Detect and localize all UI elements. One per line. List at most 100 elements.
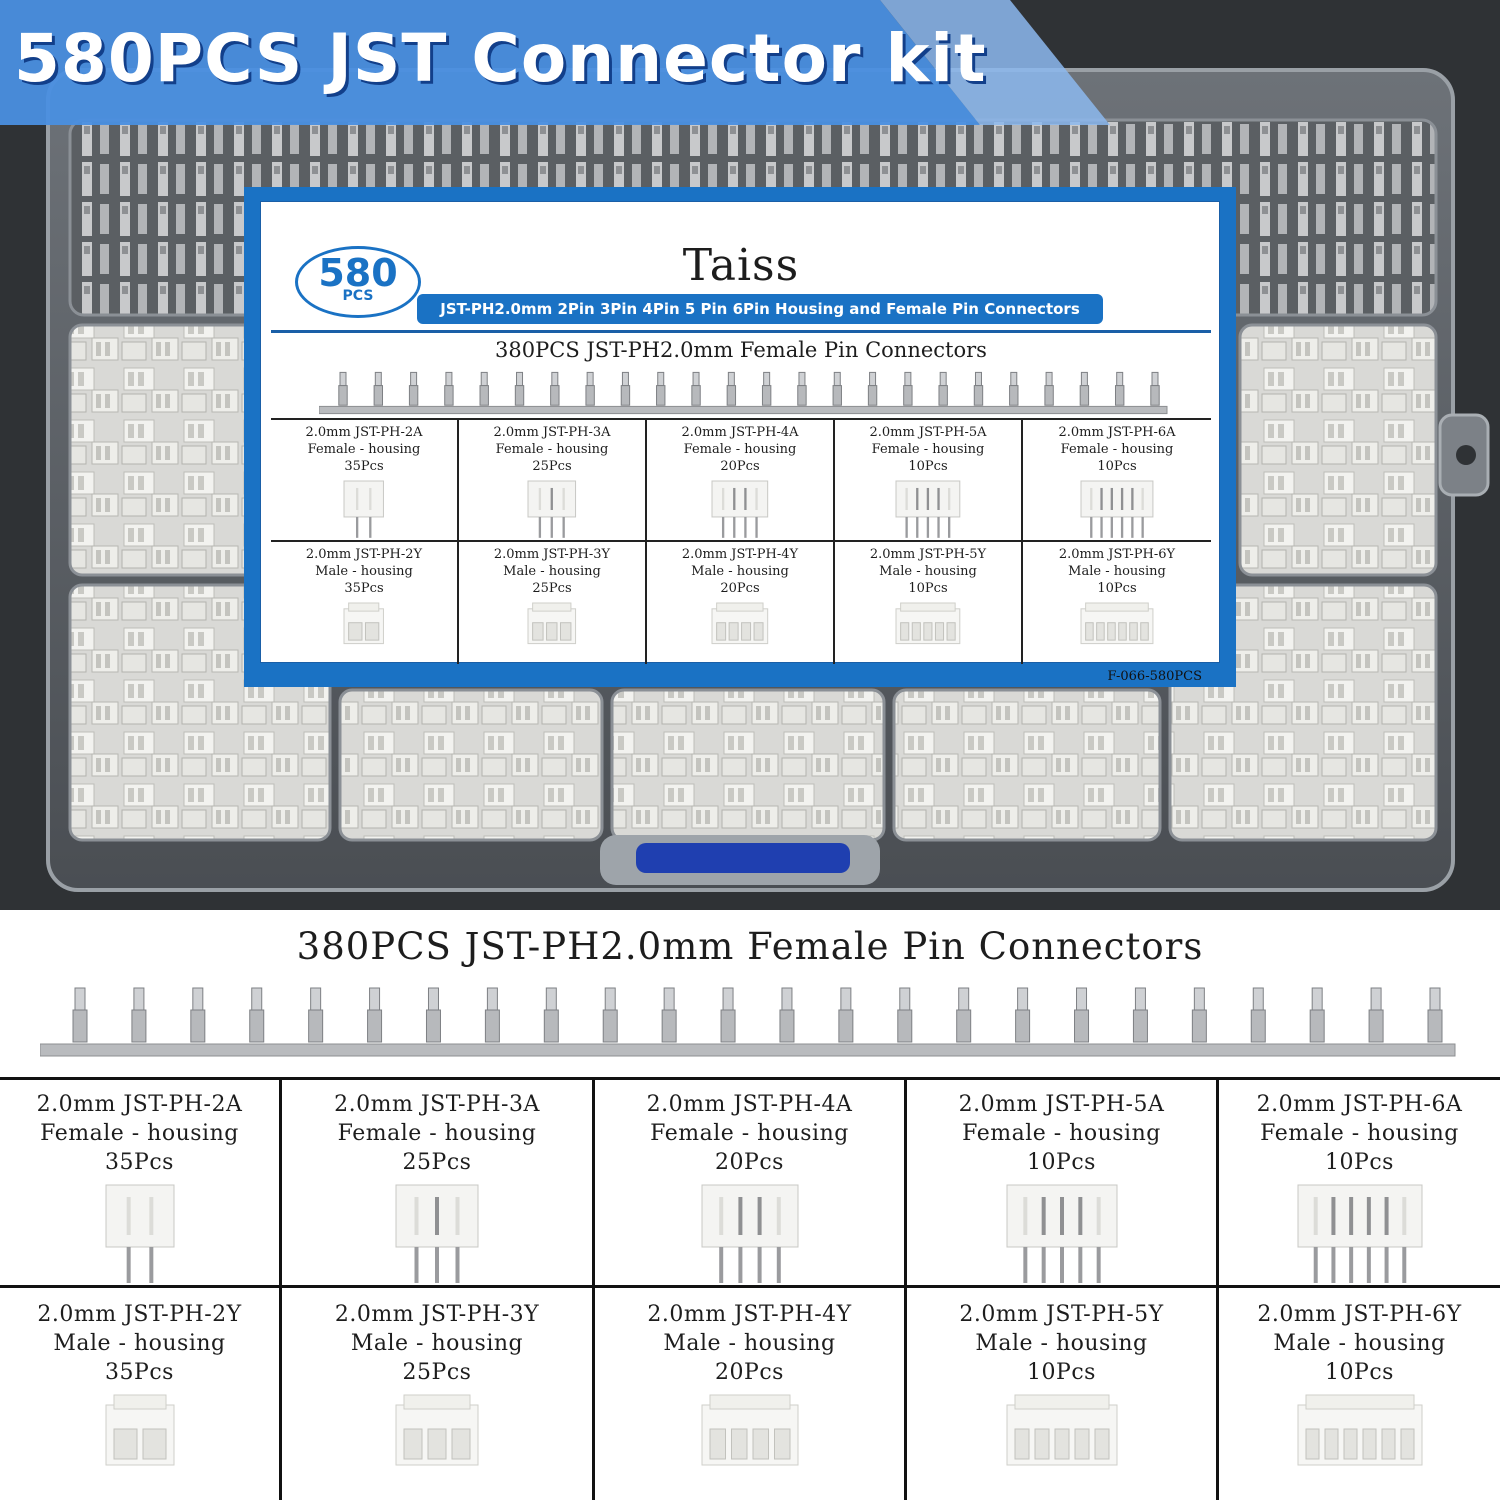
item-qty: 20Pcs (720, 581, 760, 596)
female-pin (938, 371, 948, 406)
male-housing-icon (711, 602, 769, 645)
item-model: 2.0mm JST-PH-2Y (37, 1302, 242, 1327)
item-model: 2.0mm JST-PH-6Y (1058, 547, 1176, 562)
female-housing-icon (895, 480, 961, 538)
item-model: 2.0mm JST-PH-4Y (647, 1302, 852, 1327)
item-qty: 10Pcs (1027, 1360, 1096, 1385)
item-qty: 10Pcs (908, 459, 948, 474)
female-pin (550, 371, 560, 406)
item-qty: 25Pcs (532, 459, 572, 474)
female-pin (543, 987, 559, 1043)
item-qty: 10Pcs (1097, 459, 1137, 474)
item-model: 2.0mm JST-PH-2A (36, 1092, 243, 1117)
label-card-body: Taiss 580 PCS JST-PH2.0mm 2Pin 3Pin 4Pin… (260, 201, 1220, 664)
item-type: Male - housing (879, 564, 977, 579)
item-type: Female - housing (40, 1121, 239, 1146)
female-pin (408, 371, 419, 406)
item-qty: 25Pcs (532, 581, 572, 596)
badge-unit: PCS (342, 288, 374, 304)
female-pin (726, 371, 737, 406)
female-pin (1074, 987, 1090, 1043)
item-model: 2.0mm JST-PH-3Y (334, 1302, 540, 1327)
item-qty: 35Pcs (105, 1150, 174, 1175)
female-pin (367, 987, 383, 1043)
female-pin (373, 371, 384, 406)
male-housing-icon (105, 1394, 174, 1466)
item-qty: 10Pcs (1325, 1360, 1394, 1385)
female-housing-icon (395, 1184, 479, 1283)
female-housing-icon (343, 480, 385, 538)
item-model: 2.0mm JST-PH-5A (869, 425, 987, 440)
item-type: Female - housing (337, 1121, 537, 1146)
female-pin (838, 987, 854, 1043)
item-model: 2.0mm JST-PH-4A (681, 425, 799, 440)
item-model: 2.0mm JST-PH-6A (1256, 1092, 1463, 1117)
item-model: 2.0mm JST-PH-6Y (1257, 1302, 1462, 1327)
product-code: F-066-580PCS (1107, 669, 1202, 684)
label-pins-title: 380PCS JST-PH2.0mm Female Pin Connectors (495, 338, 987, 362)
item-qty: 20Pcs (715, 1150, 784, 1175)
product-label-card: Taiss 580 PCS JST-PH2.0mm 2Pin 3Pin 4Pin… (244, 187, 1236, 687)
item-qty: 10Pcs (1097, 581, 1137, 596)
banner-title: 580PCS JST Connector kit (14, 20, 987, 97)
female-pin (585, 371, 595, 406)
female-pin (620, 371, 631, 406)
female-pin (72, 987, 88, 1043)
item-qty: 35Pcs (344, 581, 384, 596)
female-pin (190, 987, 206, 1043)
male-housing-icon (701, 1394, 798, 1466)
female-pin (1132, 987, 1148, 1043)
female-pin (444, 371, 454, 406)
female-pin (131, 987, 147, 1043)
female-pin (691, 371, 701, 406)
item-cell-jst-ph-4a: 2.0mm JST-PH-4A Female - housing 20Pcs (595, 1078, 907, 1288)
female-pin (479, 371, 489, 406)
label-divider (271, 330, 1211, 333)
item-type: Male - housing (1273, 1331, 1446, 1356)
item-type: Male - housing (1068, 564, 1166, 579)
item-qty: 35Pcs (344, 459, 384, 474)
female-pin (1250, 987, 1266, 1043)
item-model: 2.0mm JST-PH-4A (646, 1092, 853, 1117)
item-model: 2.0mm JST-PH-6A (1058, 425, 1176, 440)
item-type: Female - housing (1260, 1121, 1459, 1146)
product-photo: 580PCS JST Connector kit Taiss 580 PCS J… (0, 0, 1500, 910)
item-type: Female - housing (650, 1121, 849, 1146)
pin-carrier-rail (40, 1043, 1456, 1057)
item-cell-jst-ph-6y: 2.0mm JST-PH-6Y Male - housing 10Pcs (1219, 1288, 1500, 1500)
item-type: Male - housing (663, 1331, 836, 1356)
item-model: 2.0mm JST-PH-2A (305, 425, 423, 440)
female-housing-icon (105, 1184, 174, 1283)
female-pin (832, 371, 842, 406)
item-type: Female - housing (1060, 442, 1174, 457)
banner-background (0, 0, 1110, 125)
grid-top-border (0, 1077, 1500, 1080)
male-housing-icon (527, 602, 577, 645)
item-cell-jst-ph-6y: 2.0mm JST-PH-6Y Male - housing 10Pcs (1023, 542, 1211, 664)
pin-strip-illustration (40, 987, 1456, 1057)
female-pin (514, 371, 525, 406)
female-pin (903, 371, 913, 406)
male-housing-icon (1080, 602, 1154, 645)
female-pin (602, 987, 618, 1043)
brand-name: Taiss (682, 240, 800, 291)
female-housing-icon (1006, 1184, 1117, 1283)
female-pin (425, 987, 441, 1043)
female-pin (956, 987, 972, 1043)
item-qty: 10Pcs (1027, 1150, 1096, 1175)
label-subtitle: JST-PH2.0mm 2Pin 3Pin 4Pin 5 Pin 6Pin Ho… (417, 294, 1103, 324)
item-type: Male - housing (691, 564, 789, 579)
item-type: Female - housing (962, 1121, 1161, 1146)
female-pin (1368, 987, 1384, 1043)
female-pin (484, 987, 500, 1043)
